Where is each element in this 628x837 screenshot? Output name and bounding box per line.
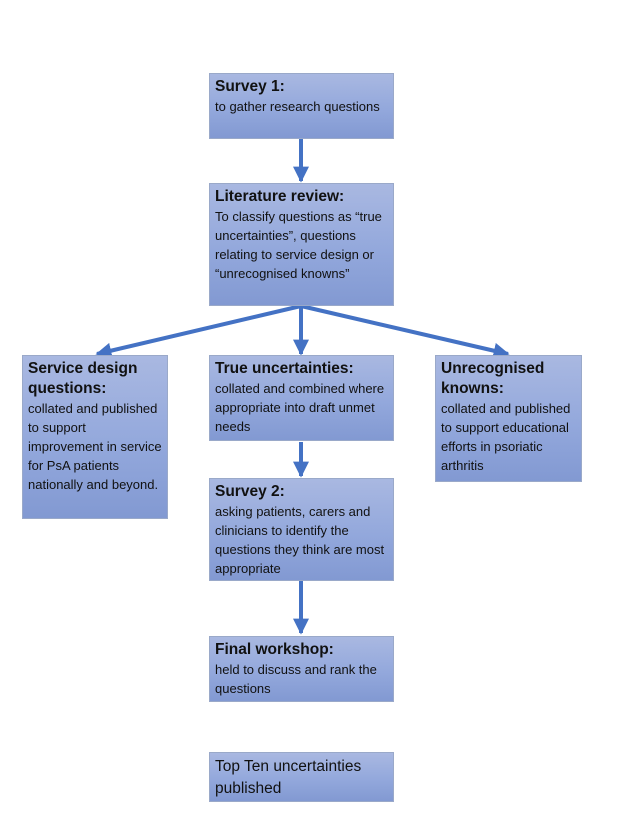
node-body: collated and published to support improv… (28, 401, 162, 492)
node-title: Unrecognised knowns: (441, 360, 545, 397)
node-text: Top Ten uncertainties published (215, 758, 362, 797)
node-title: Survey 2: (215, 483, 285, 500)
node-title: Service design questions: (28, 360, 138, 397)
node-body: held to discuss and rank the questions (215, 662, 377, 696)
node-body: To classify questions as “true uncertain… (215, 209, 382, 281)
node-body: asking patients, carers and clinicians t… (215, 504, 385, 576)
node-title: True uncertainties: (215, 360, 354, 377)
arrow-literature-to-service (95, 304, 302, 359)
node-service-design-questions: Service design questions: collated and p… (22, 355, 168, 519)
node-title: Survey 1: (215, 78, 285, 95)
node-true-uncertainties: True uncertainties: collated and combine… (209, 355, 394, 441)
node-top-ten-published: Top Ten uncertainties published (209, 752, 394, 802)
node-title: Literature review: (215, 188, 345, 205)
node-literature-review: Literature review: To classify questions… (209, 183, 394, 306)
node-body: to gather research questions (215, 99, 380, 114)
node-body: collated and published to support educat… (441, 401, 571, 473)
node-survey-2: Survey 2: asking patients, carers and cl… (209, 478, 394, 581)
node-body: collated and combined where appropriate … (215, 381, 385, 434)
node-survey-1: Survey 1: to gather research questions (209, 73, 394, 139)
node-title: Final workshop: (215, 641, 334, 658)
node-final-workshop: Final workshop: held to discuss and rank… (209, 636, 394, 702)
node-unrecognised-knowns: Unrecognised knowns: collated and publis… (435, 355, 582, 482)
arrow-literature-to-unrecognised (300, 304, 510, 359)
